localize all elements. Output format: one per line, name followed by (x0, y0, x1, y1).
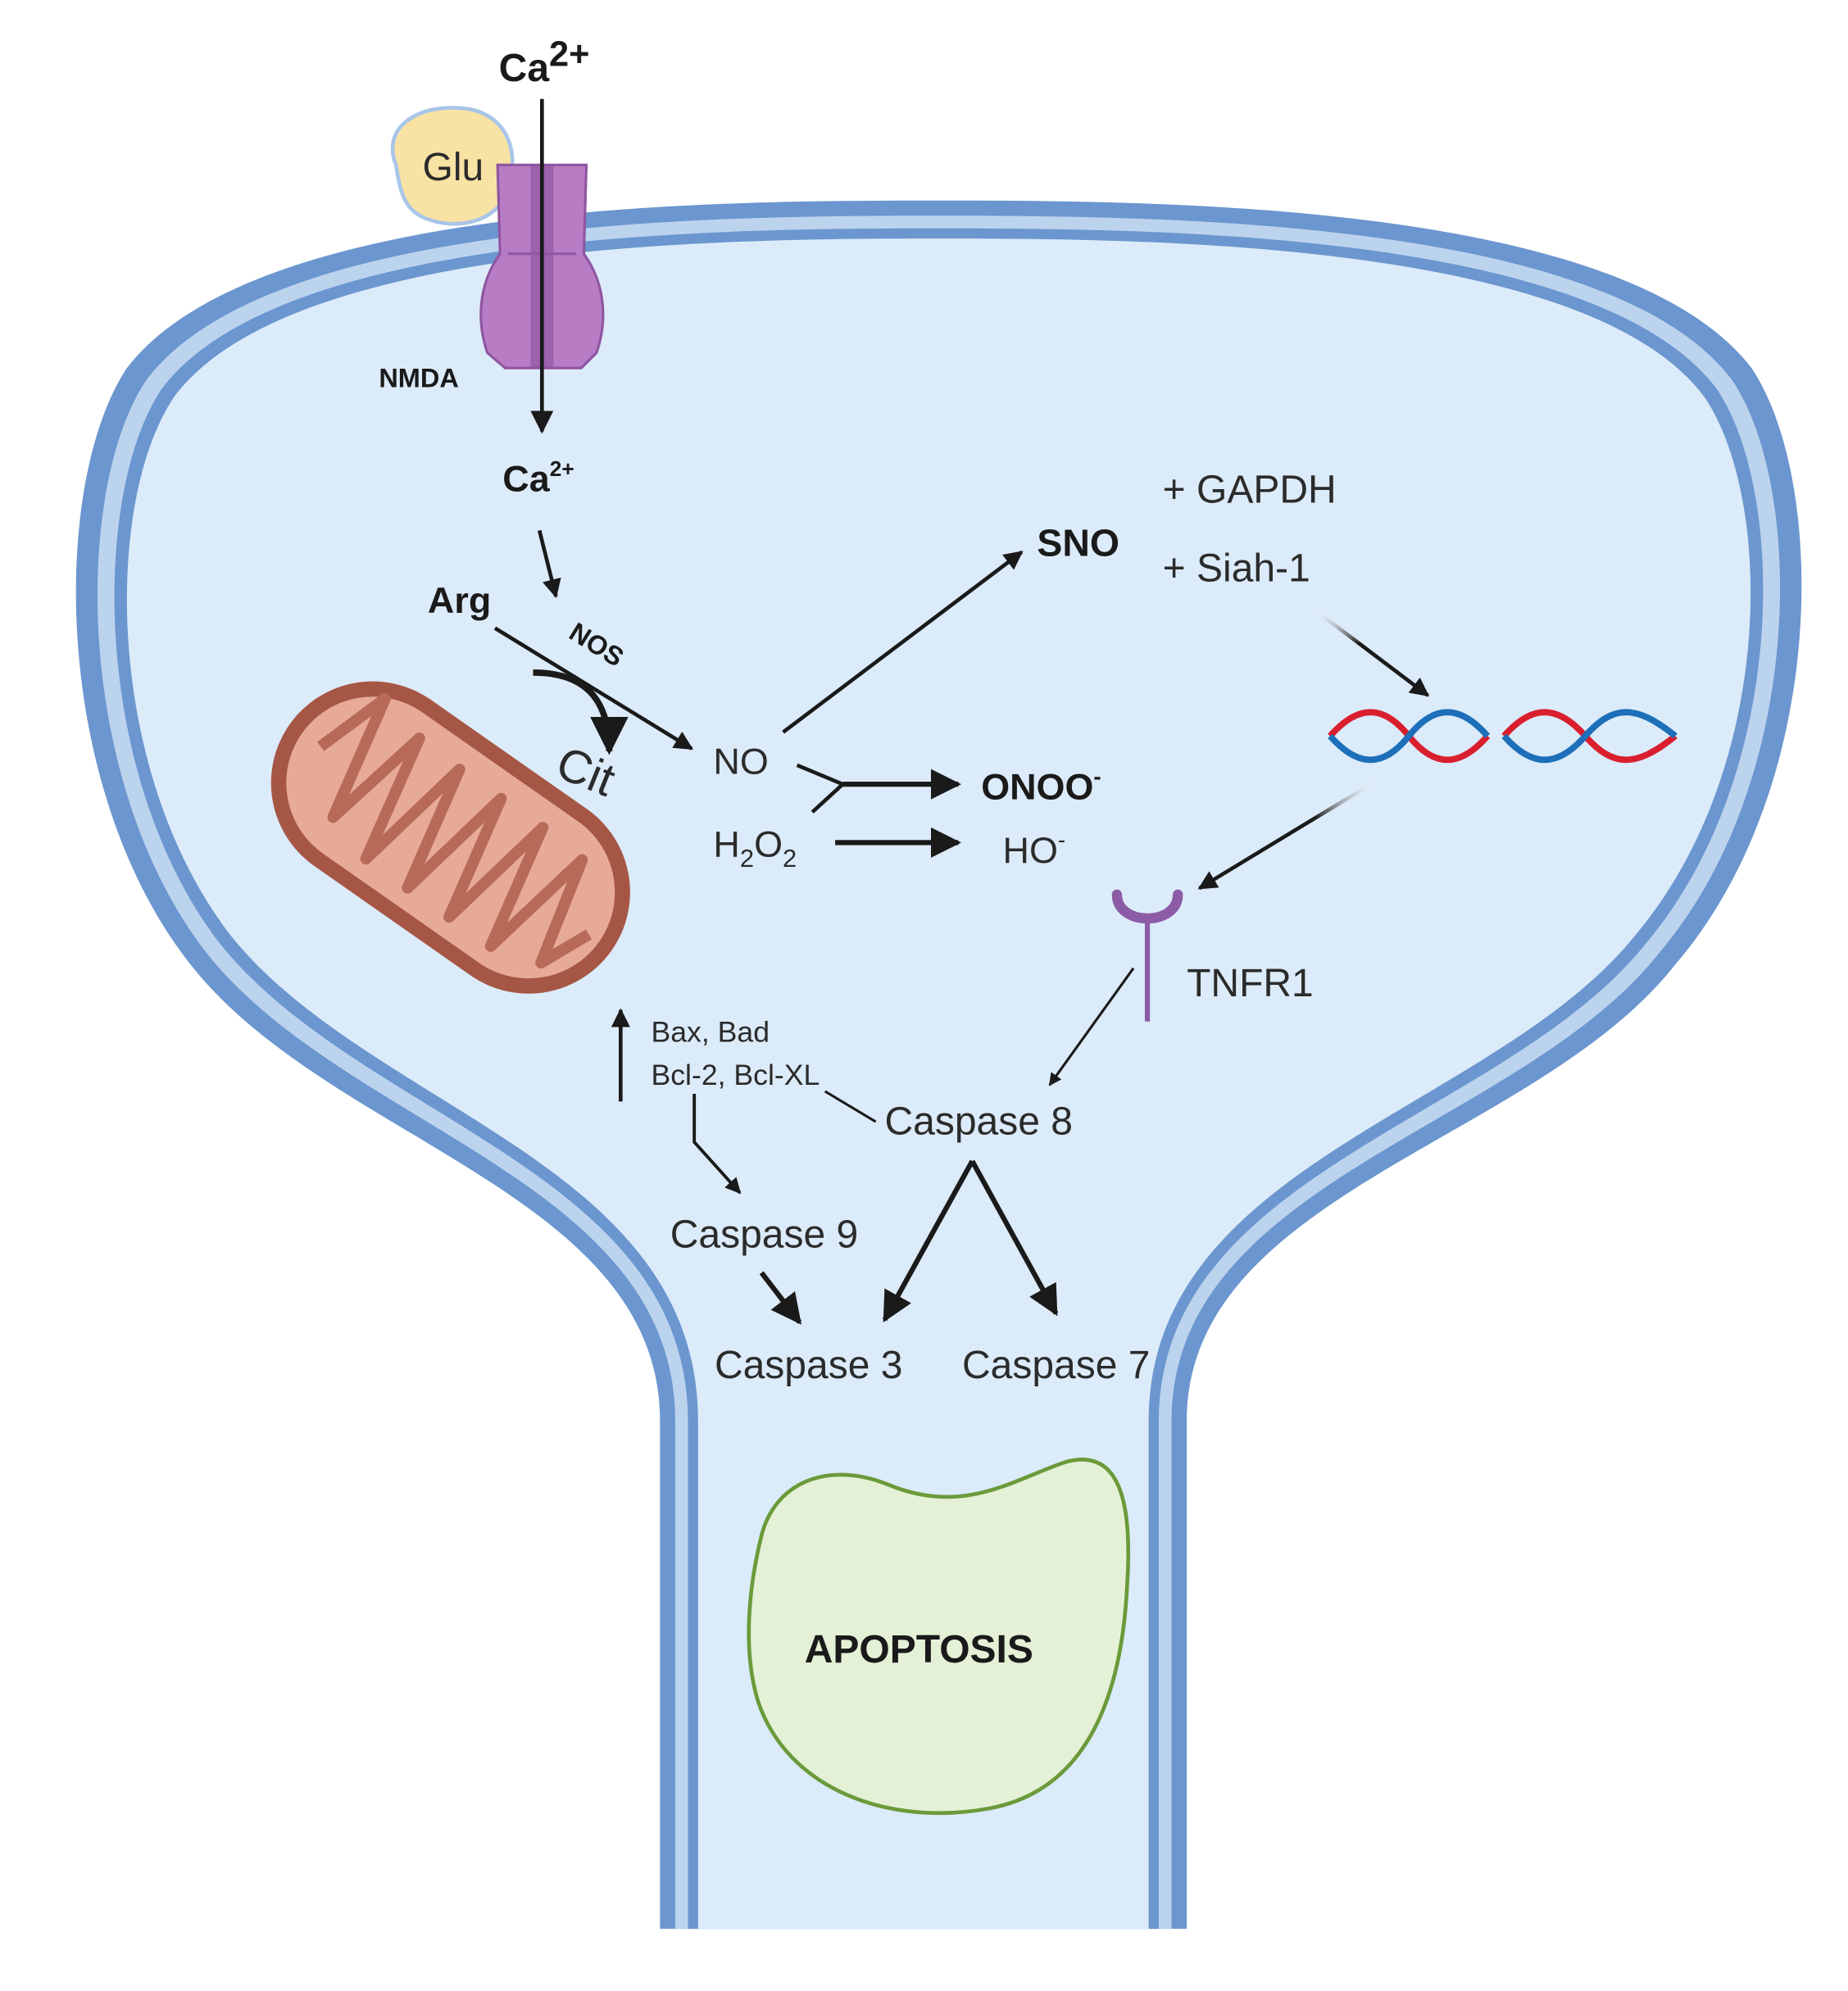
no-to-sno-arrow (782, 550, 1024, 734)
glu-label: Glu (423, 146, 484, 189)
cit-arrow (533, 669, 629, 755)
caspase9-label: Caspase 9 (670, 1213, 858, 1256)
sno-label: SNO (1037, 521, 1119, 564)
ca-to-nos-arrow (537, 529, 561, 599)
tnfr1-to-caspase8-arrow (1048, 967, 1135, 1086)
caspase8-to-bcl-line (824, 1090, 877, 1123)
ca-outside-label: Ca2+ (499, 35, 590, 91)
arg-to-no-arrow (493, 626, 694, 751)
caspase9-to-caspase3-arrow (759, 1271, 802, 1325)
caspase8-label: Caspase 8 (884, 1100, 1072, 1144)
caspase8-to-caspase7-arrow (969, 1159, 1059, 1317)
onoo-label: ONOO- (981, 764, 1101, 808)
no-label: NO (713, 741, 768, 782)
bax-bad-label: Bax, Bad (652, 1016, 770, 1049)
bcl-to-caspase9-arrow (692, 1094, 742, 1195)
dna-icon (1328, 709, 1678, 764)
apoptotic-body-icon (747, 1458, 1131, 1816)
tnfr1-label: TNFR1 (1187, 962, 1314, 1005)
arg-label: Arg (428, 579, 491, 621)
apoptosis-label: APOPTOSIS (805, 1628, 1033, 1671)
ca-inside-label: Ca2+ (502, 456, 574, 500)
bcl-label: Bcl-2, Bcl-XL (652, 1059, 820, 1091)
siah-to-dna-arrow (1312, 607, 1430, 697)
ho-label: HO- (1003, 828, 1066, 872)
h2o2-label: H2O2 (713, 823, 797, 872)
siah-label: + Siah-1 (1163, 547, 1310, 590)
gapdh-label: + GAPDH (1163, 468, 1337, 511)
caspase3-label: Caspase 3 (715, 1344, 902, 1387)
tnfr1-receptor-icon (1111, 889, 1183, 1022)
caspase8-to-caspase3-arrow (882, 1159, 975, 1322)
caspase7-label: Caspase 7 (962, 1344, 1150, 1387)
nmda-label: NMDA (379, 363, 459, 392)
dna-to-tnfr1-arrow (1197, 778, 1378, 891)
mitochondrion-icon (270, 681, 630, 994)
